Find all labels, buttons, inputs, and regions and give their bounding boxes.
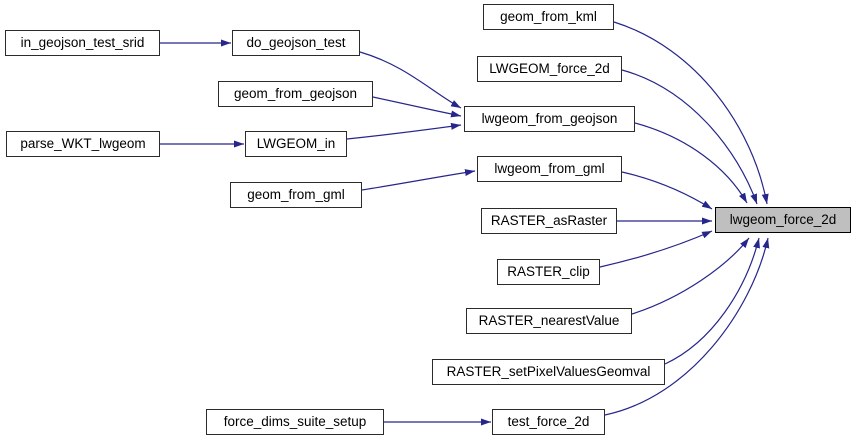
- node-geom_from_gml[interactable]: geom_from_gml: [230, 182, 362, 208]
- edge-LWGEOM_in-to-lwgeom_from_geojson: [346, 122, 462, 140]
- edge-lwgeom_from_gml-to-lwgeom_force_2d: [621, 171, 713, 210]
- edge-geom_from_kml-to-lwgeom_force_2d: [613, 21, 769, 205]
- edge-RASTER_setPixelValuesGeomval-to-lwgeom_force_2d: [664, 237, 760, 365]
- edge-LWGEOM_force_2d-to-lwgeom_force_2d: [621, 69, 758, 205]
- edge-test_force_2d-to-lwgeom_force_2d: [604, 237, 770, 416]
- node-parse_WKT_lwgeom[interactable]: parse_WKT_lwgeom: [6, 131, 160, 157]
- node-LWGEOM_force_2d[interactable]: LWGEOM_force_2d: [477, 56, 622, 82]
- node-lwgeom_from_geojson[interactable]: lwgeom_from_geojson: [464, 106, 635, 132]
- node-lwgeom_force_2d: lwgeom_force_2d: [715, 207, 851, 233]
- node-LWGEOM_in[interactable]: LWGEOM_in: [245, 131, 347, 157]
- edge-do_geojson_test-to-lwgeom_from_geojson: [359, 51, 462, 109]
- edge-geom_from_geojson-to-lwgeom_from_geojson: [372, 96, 462, 118]
- node-RASTER_setPixelValuesGeomval[interactable]: RASTER_setPixelValuesGeomval: [432, 359, 665, 385]
- node-RASTER_asRaster[interactable]: RASTER_asRaster: [481, 208, 617, 234]
- edge-RASTER_clip-to-lwgeom_force_2d: [599, 230, 713, 268]
- node-lwgeom_from_gml[interactable]: lwgeom_from_gml: [477, 156, 622, 182]
- edge-geom_from_gml-to-lwgeom_from_gml: [361, 169, 476, 191]
- node-do_geojson_test[interactable]: do_geojson_test: [232, 30, 360, 56]
- node-RASTER_clip[interactable]: RASTER_clip: [497, 259, 600, 285]
- node-test_force_2d[interactable]: test_force_2d: [492, 409, 605, 435]
- node-in_geojson_test_srid[interactable]: in_geojson_test_srid: [5, 30, 160, 56]
- edge-RASTER_nearestValue-to-lwgeom_force_2d: [631, 237, 750, 315]
- node-force_dims_suite_setup[interactable]: force_dims_suite_setup: [206, 409, 384, 435]
- node-geom_from_kml[interactable]: geom_from_kml: [483, 4, 614, 30]
- edge-lwgeom_from_geojson-to-lwgeom_force_2d: [634, 122, 748, 204]
- node-geom_from_geojson[interactable]: geom_from_geojson: [218, 81, 373, 107]
- node-RASTER_nearestValue[interactable]: RASTER_nearestValue: [466, 308, 632, 334]
- edges-group: [160, 21, 770, 426]
